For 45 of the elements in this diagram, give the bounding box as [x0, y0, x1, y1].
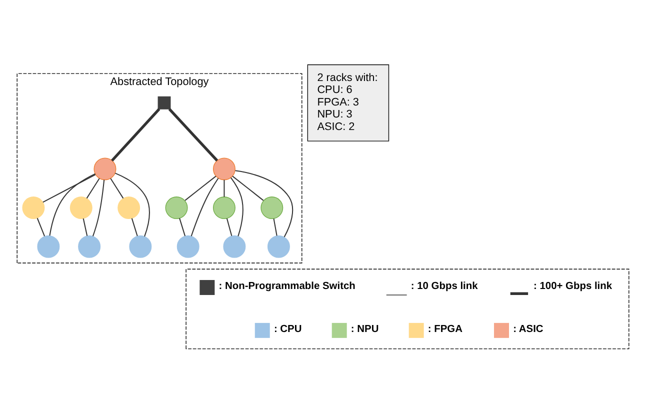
- connector: [273, 218, 278, 236]
- connector: [230, 176, 244, 236]
- node-circle: [176, 234, 200, 258]
- node-circle: [267, 234, 290, 258]
- connector: [82, 218, 88, 236]
- node-circle: [118, 196, 140, 219]
- legend-label: : 10 Gbps link: [410, 280, 478, 292]
- node-circle: [37, 234, 60, 258]
- connector: [110, 178, 124, 198]
- node-circle: [212, 196, 236, 219]
- node-circle: [78, 234, 101, 258]
- node-circle: [70, 196, 92, 219]
- node-circle: [212, 157, 236, 180]
- connector: [131, 218, 138, 236]
- legend-label: : CPU: [274, 324, 302, 335]
- connector: [232, 175, 264, 200]
- node-circle: [94, 157, 116, 180]
- connector: [86, 178, 100, 198]
- cluster: Abstracted Topology: [16, 72, 302, 263]
- connector: [224, 179, 225, 196]
- connector: [235, 170, 294, 237]
- legend-label: : Non-Programmable Switch: [218, 280, 356, 292]
- node-circle: [223, 234, 246, 258]
- node-circle: [260, 196, 284, 219]
- connector: [226, 218, 232, 236]
- connector: [184, 175, 216, 200]
- legend-label: : FPGA: [428, 324, 462, 335]
- node-box: [158, 96, 171, 109]
- connector: [179, 218, 186, 236]
- connector: [111, 108, 160, 162]
- node-box: 2 racks with: CPU: 6 FPGA: 3 NPU: 3 ASIC: 2: [307, 64, 390, 141]
- connector: [92, 179, 105, 236]
- legend-label: : 100+ Gbps link: [534, 280, 612, 292]
- node-circle: [129, 234, 152, 258]
- connector: [115, 172, 150, 236]
- node-box: [186, 268, 630, 349]
- legend-label: : NPU: [350, 324, 379, 335]
- connector: [190, 177, 219, 236]
- node-circle: [165, 196, 188, 219]
- node-circle: [22, 196, 45, 219]
- connector: [36, 217, 46, 236]
- connector: [42, 174, 96, 202]
- connector: [49, 172, 96, 236]
- legend-label: : ASIC: [513, 324, 544, 335]
- connector: [168, 108, 218, 162]
